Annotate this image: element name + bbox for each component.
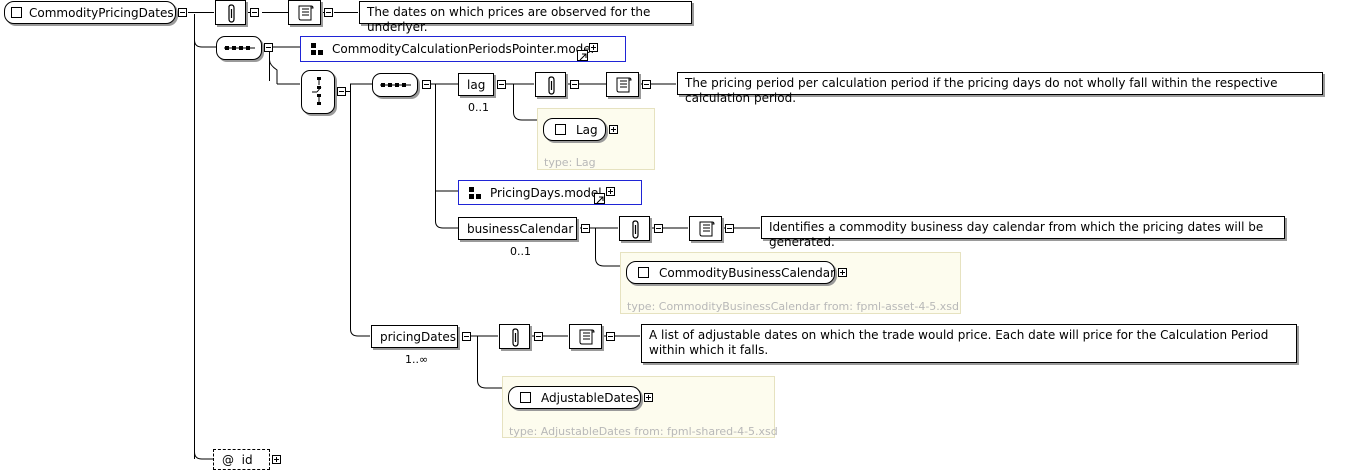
model-label: CommodityCalculationPeriodsPointer.model bbox=[332, 42, 595, 56]
expand-toggle-icon[interactable] bbox=[609, 125, 618, 134]
collapse-toggle-icon[interactable] bbox=[654, 224, 663, 233]
collapse-toggle-icon[interactable] bbox=[642, 80, 651, 89]
collapse-toggle-icon[interactable] bbox=[581, 224, 590, 233]
expand-toggle-icon[interactable] bbox=[644, 393, 653, 402]
element-label: businessCalendar bbox=[467, 221, 574, 236]
paperclip-icon bbox=[228, 4, 235, 23]
paperclip-icon bbox=[632, 220, 639, 239]
element-checkbox-icon bbox=[638, 267, 649, 278]
annotation-icon[interactable] bbox=[619, 216, 650, 241]
collapse-toggle-icon[interactable] bbox=[534, 332, 543, 341]
type-label: type: AdjustableDates from: fpml-shared-… bbox=[509, 425, 778, 438]
expand-toggle-icon[interactable] bbox=[606, 187, 615, 196]
scroll-doc-icon bbox=[699, 221, 715, 237]
element-pricing-dates[interactable]: pricingDates bbox=[371, 325, 458, 348]
type-box-label: CommodityBusinessCalendar bbox=[659, 265, 836, 280]
type-element-lag[interactable]: Lag bbox=[543, 118, 606, 141]
element-checkbox-icon bbox=[11, 7, 22, 18]
collapse-toggle-icon[interactable] bbox=[606, 332, 615, 341]
type-box-label: AdjustableDates bbox=[541, 390, 640, 405]
annotation-icon[interactable] bbox=[535, 72, 566, 97]
type-label: type: Lag bbox=[544, 156, 596, 169]
element-checkbox-icon bbox=[555, 124, 566, 135]
documentation-icon[interactable] bbox=[288, 0, 321, 25]
type-box-label: Lag bbox=[576, 122, 598, 137]
annotation-icon[interactable] bbox=[499, 324, 530, 349]
collapse-toggle-icon[interactable] bbox=[324, 8, 333, 17]
documentation-text: The dates on which prices are observed f… bbox=[359, 1, 692, 34]
element-business-calendar[interactable]: businessCalendar bbox=[458, 217, 577, 240]
occurrence-label: 1..∞ bbox=[405, 353, 429, 366]
occurrence-label: 0..1 bbox=[510, 245, 531, 258]
scroll-doc-icon bbox=[298, 5, 314, 21]
paperclip-icon bbox=[548, 76, 555, 95]
attribute-id[interactable]: @ id bbox=[213, 449, 270, 470]
collapse-toggle-icon[interactable] bbox=[337, 87, 346, 96]
collapse-toggle-icon[interactable] bbox=[497, 80, 506, 89]
element-label: lag bbox=[467, 77, 486, 92]
model-group-calc-periods[interactable]: CommodityCalculationPeriodsPointer.model bbox=[300, 36, 626, 62]
root-element[interactable]: CommodityPricingDates bbox=[4, 1, 176, 24]
root-element-label: CommodityPricingDates bbox=[29, 5, 174, 20]
collapse-toggle-icon[interactable] bbox=[422, 80, 431, 89]
lag-doc-text: The pricing period per calculation perio… bbox=[685, 76, 1278, 105]
type-element-business-calendar[interactable]: CommodityBusinessCalendar bbox=[626, 261, 835, 284]
scroll-doc-icon bbox=[616, 77, 632, 93]
documentation-text: Identifies a commodity business day cale… bbox=[761, 216, 1285, 249]
collapse-toggle-icon[interactable] bbox=[264, 43, 273, 52]
expand-toggle-icon[interactable] bbox=[838, 268, 847, 277]
scroll-doc-icon bbox=[579, 329, 595, 345]
annotation-icon[interactable] bbox=[215, 0, 246, 25]
expand-toggle-icon[interactable] bbox=[589, 43, 598, 52]
attribute-label: @ id bbox=[222, 452, 253, 467]
reference-arrow-icon bbox=[577, 50, 588, 61]
element-lag[interactable]: lag bbox=[458, 73, 494, 96]
documentation-icon[interactable] bbox=[689, 216, 722, 241]
business-calendar-doc-text: Identifies a commodity business day cale… bbox=[769, 220, 1264, 249]
reference-arrow-icon bbox=[594, 193, 605, 204]
sequence-compositor[interactable] bbox=[372, 73, 418, 97]
collapse-toggle-icon[interactable] bbox=[178, 8, 187, 17]
root-doc-text: The dates on which prices are observed f… bbox=[367, 5, 651, 34]
choice-switch-icon bbox=[312, 77, 322, 105]
collapse-toggle-icon[interactable] bbox=[725, 224, 734, 233]
documentation-icon[interactable] bbox=[569, 324, 602, 349]
documentation-icon[interactable] bbox=[606, 72, 639, 97]
collapse-toggle-icon[interactable] bbox=[570, 80, 579, 89]
documentation-text: A list of adjustable dates on which the … bbox=[641, 324, 1297, 363]
documentation-text: The pricing period per calculation perio… bbox=[677, 72, 1323, 105]
model-group-icon bbox=[469, 187, 481, 199]
occurrence-label: 0..1 bbox=[468, 101, 489, 114]
pricing-dates-doc-text: A list of adjustable dates on which the … bbox=[649, 328, 1269, 357]
sequence-compositor[interactable] bbox=[216, 36, 262, 60]
sequence-dots-icon bbox=[380, 83, 411, 87]
expand-toggle-icon[interactable] bbox=[272, 455, 281, 464]
element-label: pricingDates bbox=[380, 329, 456, 344]
paperclip-icon bbox=[512, 328, 519, 347]
sequence-dots-icon bbox=[224, 46, 255, 50]
model-group-icon bbox=[311, 43, 323, 55]
type-label: type: CommodityBusinessCalendar from: fp… bbox=[627, 300, 960, 313]
type-element-pricing-dates[interactable]: AdjustableDates bbox=[508, 386, 641, 409]
collapse-toggle-icon[interactable] bbox=[250, 8, 259, 17]
model-label: PricingDays.model bbox=[490, 185, 602, 200]
choice-compositor[interactable] bbox=[301, 70, 335, 114]
collapse-toggle-icon[interactable] bbox=[462, 332, 471, 341]
element-checkbox-icon bbox=[520, 392, 531, 403]
